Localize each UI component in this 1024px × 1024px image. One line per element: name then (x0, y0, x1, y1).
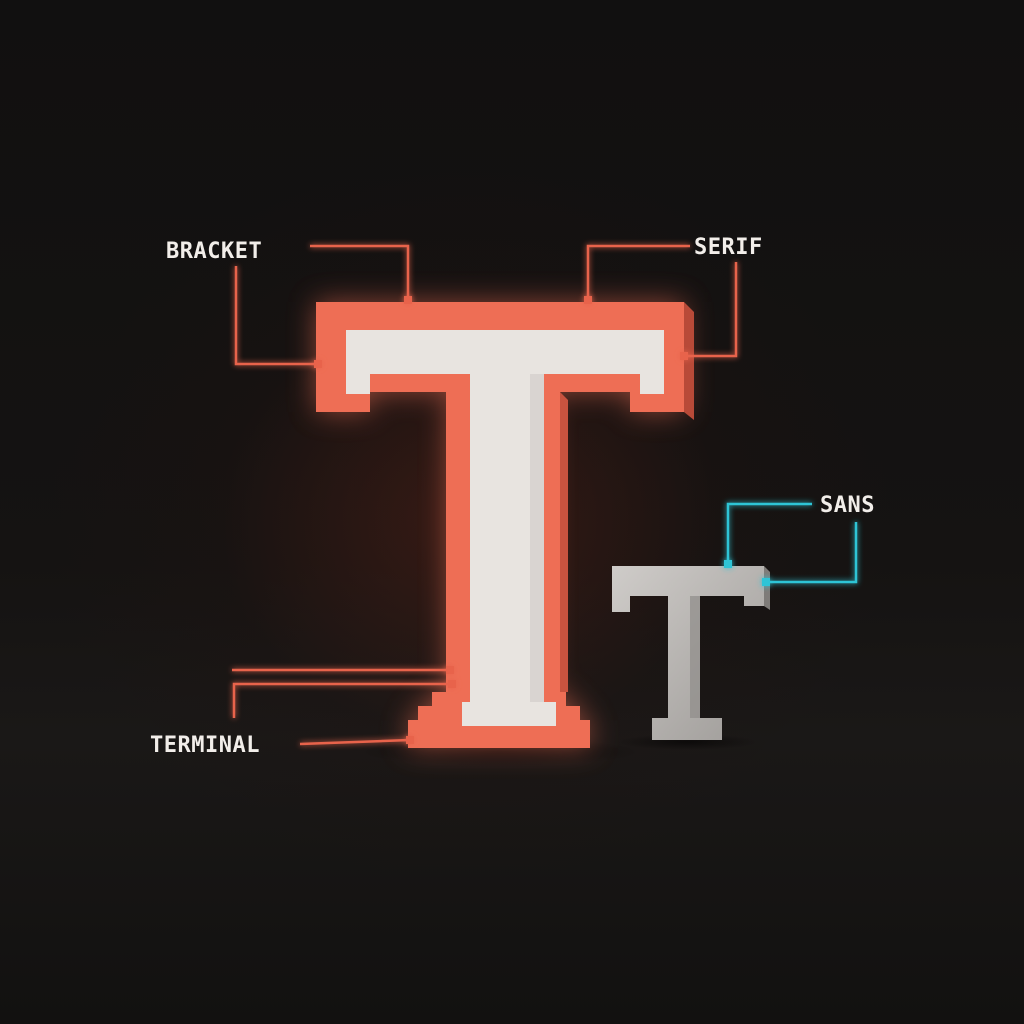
sans-t-glyph-icon (612, 566, 770, 740)
sans-label: SANS (820, 493, 875, 518)
sans-callout-lines (724, 502, 858, 586)
terminal-label: TERMINAL (150, 733, 260, 758)
terminal-callout-lines (232, 666, 456, 746)
serif-label: SERIF (694, 235, 763, 260)
bracket-callout-lines (234, 244, 412, 368)
serif-t-glyph-icon (316, 302, 694, 748)
bracket-label: BRACKET (166, 239, 262, 264)
serif-callout-lines (584, 244, 738, 360)
